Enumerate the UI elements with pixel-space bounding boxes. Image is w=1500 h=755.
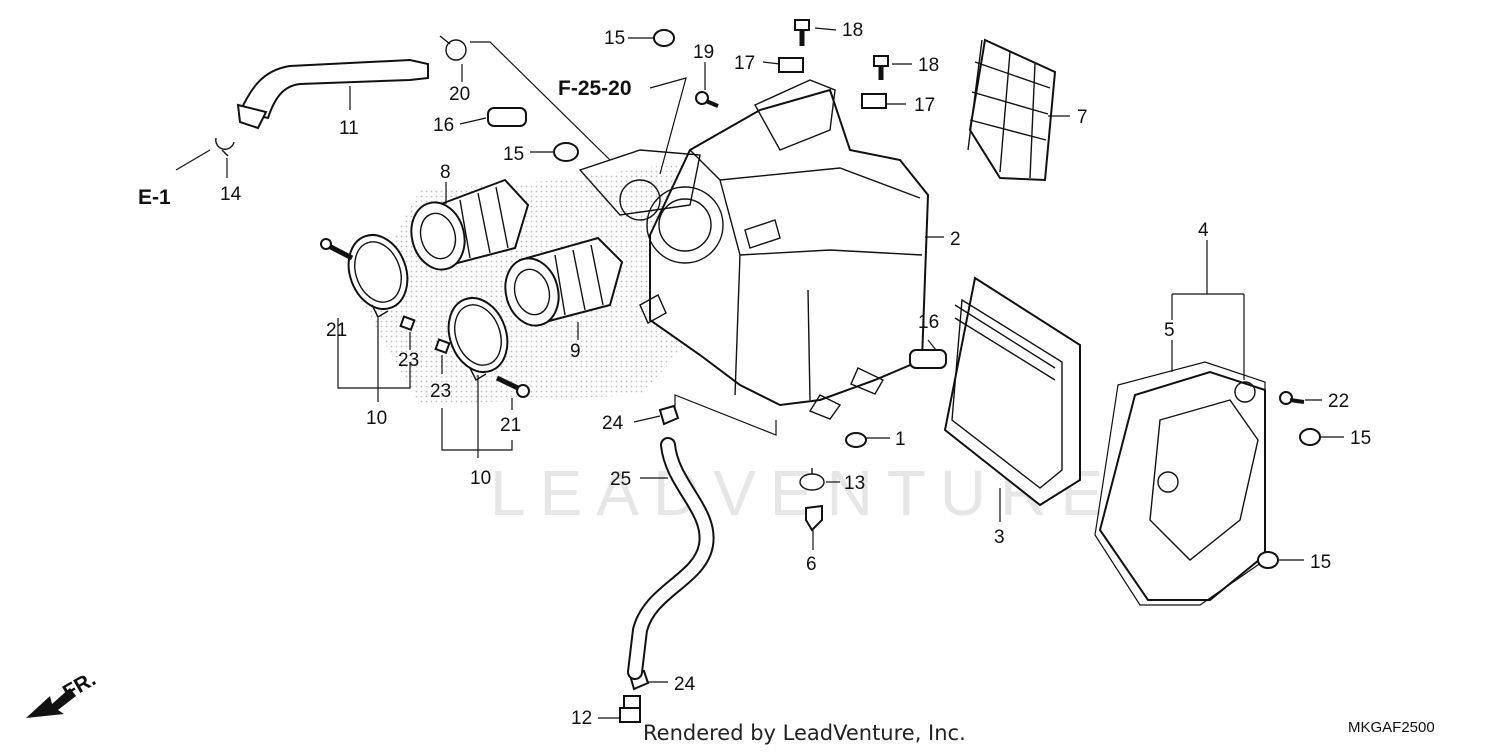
callout-23-lower: 23 (430, 381, 451, 402)
callout-24-upper: 24 (602, 413, 624, 434)
band-part-10-lower (447, 297, 509, 381)
case-inlet-duct (578, 149, 701, 221)
diagram-code: MKGAF2500 (1348, 719, 1435, 736)
callout-19: 19 (693, 42, 714, 63)
band-part-10-upper (347, 234, 409, 318)
grommet-part-15-top (653, 29, 675, 47)
callout-21-upper: 21 (326, 320, 347, 341)
grommet-part-16-right (909, 349, 947, 369)
footer-credit: Rendered by LeadVenture, Inc. (643, 721, 966, 745)
air-cleaner-cover-part-4 (1098, 370, 1266, 601)
nut-part-23-upper (399, 315, 416, 332)
callout-2: 2 (950, 229, 961, 250)
grommet-part-15-cover-upper (1299, 428, 1321, 446)
clip-part-20 (439, 35, 467, 61)
callout-15-mid: 15 (503, 144, 524, 165)
air-cleaner-element-part-3 (943, 276, 1081, 507)
callout-17-b: 17 (914, 95, 935, 116)
screw-part-22 (1279, 391, 1305, 405)
callout-7: 7 (1077, 107, 1088, 128)
seal-part-5 (1094, 361, 1266, 606)
callout-1: 1 (895, 429, 906, 450)
callout-18-a: 18 (842, 20, 863, 41)
drain-tube-part-25-inner (629, 439, 713, 678)
screw-part-21-lower (495, 375, 530, 398)
clip-part-24-upper (658, 404, 680, 426)
callout-5: 5 (1164, 320, 1175, 341)
reference-f2520-label: F-25-20 (558, 77, 632, 100)
grommet-part-1 (845, 432, 867, 448)
grommet-part-16-top (487, 107, 527, 127)
callout-10-upper: 10 (366, 408, 387, 429)
callout-15-cover-upper: 15 (1350, 428, 1371, 449)
callout-25: 25 (610, 469, 631, 490)
connecting-tube-part-7 (967, 38, 1057, 182)
grommet-part-15-mid (553, 142, 579, 162)
clip-part-17-a (778, 57, 804, 73)
callout-24-lower: 24 (674, 674, 696, 695)
reference-e1-label: E-1 (138, 186, 171, 209)
screw-part-19 (695, 91, 719, 108)
drain-plug-part-6 (805, 504, 823, 532)
callout-16-right: 16 (918, 312, 939, 333)
screw-part-21-upper (320, 238, 354, 261)
callout-11: 11 (339, 118, 359, 139)
bolt-part-18-b (873, 55, 889, 80)
callout-23-upper: 23 (398, 350, 419, 371)
callout-15-top: 15 (604, 28, 625, 49)
drain-plug-part-12 (619, 695, 641, 723)
front-arrow-icon (26, 688, 76, 718)
callout-15-cover-lower: 15 (1310, 552, 1331, 573)
callout-4: 4 (1198, 220, 1209, 241)
callout-18-b: 18 (918, 55, 939, 76)
nut-part-23-lower (434, 338, 451, 355)
callout-22: 22 (1328, 391, 1349, 412)
callout-17-a: 17 (734, 53, 755, 74)
callout-20: 20 (449, 84, 470, 105)
callout-6: 6 (806, 554, 817, 575)
breather-tube-part-11 (236, 58, 429, 130)
callout-9: 9 (570, 341, 581, 362)
clip-part-14 (215, 137, 235, 157)
air-cleaner-case-part-2 (639, 79, 930, 420)
callout-labels: 1 2 3 4 5 6 7 8 9 10 10 11 12 13 14 15 1… (220, 20, 1371, 729)
clip-part-17-b (861, 93, 887, 109)
grommet-part-15-cover-lower (1257, 551, 1279, 569)
bolt-part-18-a (794, 19, 810, 46)
callout-10-lower: 10 (470, 468, 491, 489)
leader-lines (175, 27, 1344, 719)
callout-16-top: 16 (433, 115, 454, 136)
callout-21-lower: 21 (500, 415, 521, 436)
callout-12: 12 (571, 708, 592, 729)
callout-3: 3 (994, 527, 1005, 548)
air-funnel-part-8 (410, 178, 530, 271)
clip-part-13 (799, 468, 825, 491)
callout-14: 14 (220, 184, 242, 205)
callout-13: 13 (844, 473, 865, 494)
air-funnel-part-9 (504, 236, 624, 327)
callout-8: 8 (440, 162, 451, 183)
